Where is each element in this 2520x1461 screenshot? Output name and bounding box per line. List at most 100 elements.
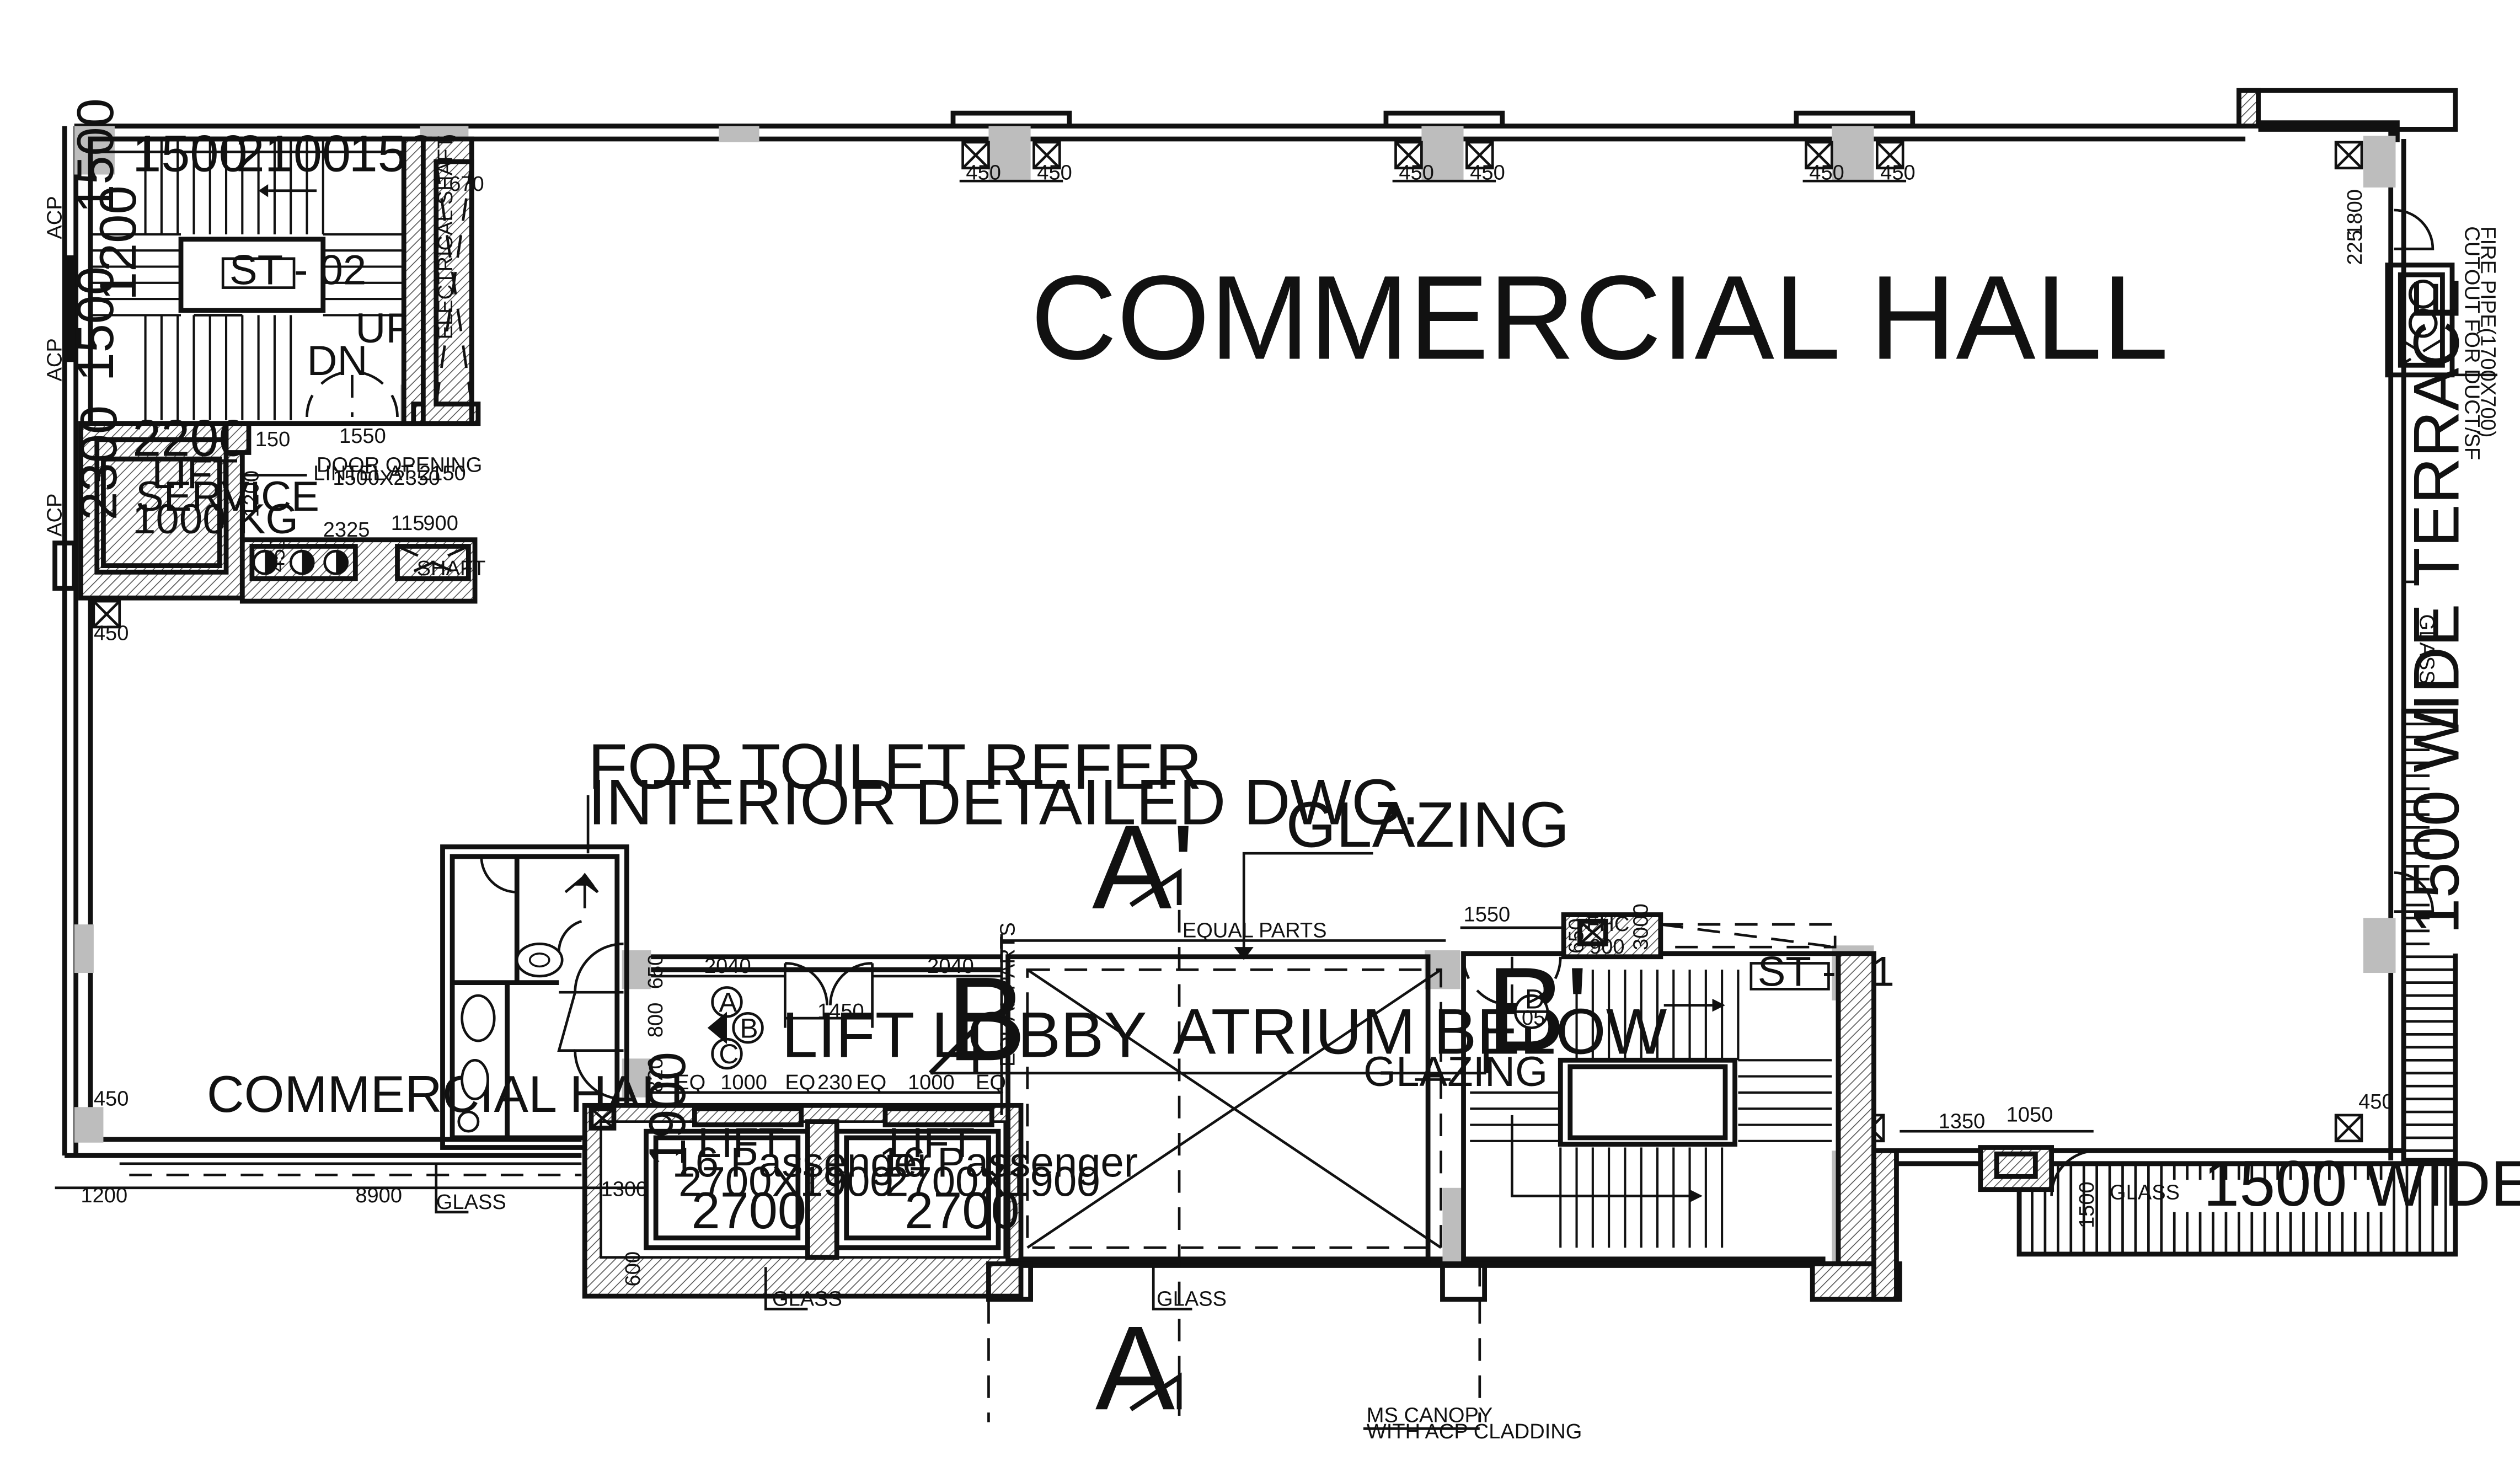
electrical-shaft-label: ELECTRICAL SHAFT [434, 136, 457, 339]
section-a-prime: A' [1092, 800, 1195, 934]
electrical-shaft: 670 ELECTRICAL SHAFT [420, 136, 484, 426]
dim-st02-top-1: 1500 [132, 125, 247, 183]
dim-1200-b: 1200 [81, 1184, 127, 1207]
fhc-label: FHC [1586, 913, 1629, 936]
fhc-cabinet: FHC 1550 650 900 3000 [1460, 903, 1837, 960]
door-tag-num: 05 [1522, 1007, 1545, 1030]
stair-dn-label: DN [307, 338, 367, 384]
dim-450-b: 450 [1037, 161, 1072, 184]
dim-st02-side-1: 1500 [66, 98, 124, 213]
dim-1550-b: 1550 [1464, 903, 1511, 926]
dim-1300: 1300 [601, 1178, 648, 1201]
dim-115: 115 [391, 512, 425, 535]
dim-1350: 1350 [1939, 1110, 1986, 1133]
dim-650: 650 [1565, 918, 1588, 954]
toilet-symbol-c: C [719, 1039, 739, 1069]
ms-canopy-label: MS CANOPY [1367, 1404, 1492, 1427]
service-lift-line2: SERVICE [136, 473, 319, 520]
dim-3000: 3000 [1629, 903, 1652, 950]
toilet-block: FOR TOILET REFER INTERIOR DETAILED DWG. [440, 730, 1420, 1150]
lift-1-line3: 2700X1900 [678, 1158, 893, 1205]
acp-label-1: ACP [43, 196, 66, 239]
dim-1450: 1450 [817, 1000, 864, 1023]
section-b: B [946, 952, 1026, 1085]
dim-2325: 2325 [323, 518, 370, 542]
dim-550: 650 [644, 954, 667, 989]
lift-1-line1: LIFT [698, 1120, 784, 1166]
dim-2040-a: 2040 [704, 955, 751, 978]
dim-450-h: 450 [2358, 1090, 2394, 1114]
dim-8900: 8900 [355, 1184, 402, 1207]
dim-450-f: 450 [1880, 161, 1916, 184]
dim-eq-3: EQ [856, 1071, 886, 1094]
dim-450-d: 450 [1470, 161, 1505, 184]
acp-label-3: ACP [43, 494, 66, 537]
dim-1050: 1050 [2007, 1104, 2053, 1127]
toilet-symbol-a: A [719, 987, 737, 1018]
dim-450-shaft: 450 [266, 537, 289, 572]
dim-1000-a: 1000 [720, 1071, 767, 1094]
lift-2-width: 2700 [905, 1181, 1019, 1239]
acp-labels: ACP ACP ACP [43, 196, 77, 591]
ms-canopy-label-2: WITH ACP CLADDING [1367, 1420, 1582, 1443]
service-lift: 2200 2300 LIFT SERVICE 1000 KG 150 1200 [69, 405, 319, 601]
acp-label-2: ACP [43, 338, 66, 381]
dim-600: 600 [622, 1251, 645, 1287]
dim-eq-2: EQ [785, 1071, 815, 1094]
dim-450-a: 450 [966, 161, 1001, 184]
shaft-label: SHAFT [417, 557, 486, 580]
lift-2-line3: 2700X1900 [885, 1158, 1100, 1205]
glass-note-2: GLASS [772, 1288, 842, 1311]
service-lift-line1: LIFT [152, 451, 238, 497]
glass-note-right: GLASS [2415, 614, 2438, 684]
top-wall-bays: 450 450 450 450 450 450 450 450 450 [92, 110, 2394, 1143]
stair-st01: ST - 01 D 05 [1461, 948, 1902, 1302]
dim-900-b: 900 [1590, 935, 1625, 959]
terrace-bottom-label: 1500 WIDE TERRACE [2203, 1147, 2520, 1219]
commercial-hall-main: COMMERCIAL HALL [1031, 250, 2169, 384]
right-side: CUTOUT FOR DUCT/SF FIRE PIPE(1700X700) 1… [1900, 189, 2520, 1257]
door-opening-note: DOOR OPENING [317, 454, 482, 477]
dim-st02-top-2: 2100 [236, 125, 351, 183]
lintel-notes: LINTEL AT 2150 DOOR OPENING 1500X2350 [242, 454, 482, 490]
ms-canopy: MS CANOPY WITH ACP CLADDING GLASS GLASS [764, 1261, 1582, 1443]
dim-450-i: 450 [94, 1087, 129, 1110]
stair-st02-label: ST - 02 [229, 247, 366, 294]
glass-note-4: GLASS [2110, 1181, 2180, 1204]
dim-st02-side-2: 1200 [89, 185, 147, 301]
dim-450-c: 450 [1399, 161, 1434, 184]
toilet-symbol-b: B [740, 1013, 758, 1043]
equal-parts-top: EQUAL PARTS [1183, 919, 1327, 943]
dim-1900: 1900 [638, 1052, 696, 1167]
dim-450-e: 450 [1809, 161, 1844, 184]
dim-800: 800 [644, 1003, 667, 1038]
section-a: A [1095, 1301, 1175, 1435]
lift-1-line2: 16 Passenger [672, 1139, 931, 1186]
dim-820: 820 [644, 1057, 667, 1093]
toilet-note-line1: FOR TOILET REFER [588, 730, 1202, 802]
terrace-right-label: 1500 WIDE TERRACE [2400, 278, 2473, 934]
dim-1200: 1200 [240, 470, 264, 517]
lift-2-line1: LIFT [889, 1120, 975, 1166]
service-lift-depth: 2300 [69, 405, 127, 521]
dim-225: 225 [2344, 230, 2367, 265]
section-lines: A' A B B' [928, 800, 1588, 1435]
fire-pipe-line2: FIRE PIPE(1700X700) [2476, 226, 2500, 437]
stair-st02: ST - 02 UP DN 1500 2100 1500 1500 1200 1… [66, 98, 481, 448]
equal-parts-side: EQUAL PARTS [996, 922, 1019, 1067]
dim-eq-1: EQ [675, 1071, 705, 1094]
dim-1550: 1550 [339, 425, 386, 448]
lintel-note: LINTEL AT 2150 [313, 462, 466, 485]
dim-1000-b: 1000 [908, 1071, 955, 1094]
service-duct-strip: 2325 115 900 450 SHAFT [239, 512, 486, 604]
door-opening-size: 1500X2350 [333, 467, 440, 490]
bottom-left-dims: 1200 8900 GLASS [55, 1162, 646, 1214]
dim-st02-side-3: 1500 [66, 266, 124, 382]
dim-230: 230 [817, 1071, 853, 1094]
glazing-top: GLAZING [1286, 788, 1569, 860]
dim-670: 670 [449, 173, 484, 196]
glass-note-1: GLASS [436, 1191, 506, 1214]
dim-900: 900 [423, 512, 458, 535]
dim-1500: 1500 [2075, 1181, 2099, 1228]
